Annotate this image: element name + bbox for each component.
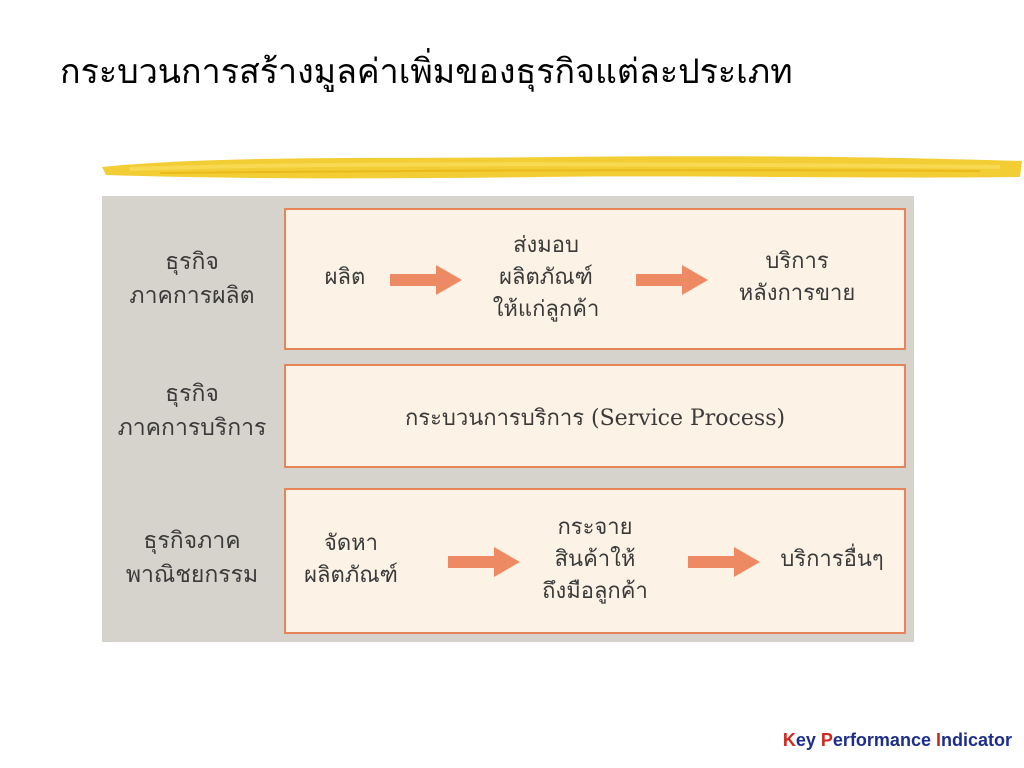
- step-other-services: บริการอื่นๆ: [762, 544, 902, 576]
- row-label-line: ภาคการบริการ: [117, 415, 267, 441]
- row-label-line: ธุรกิจ: [165, 381, 219, 407]
- arrow-right-icon: [688, 547, 760, 577]
- footer-cap-p: P: [820, 730, 833, 750]
- highlighter-stroke: [102, 156, 1022, 179]
- row-label-line: ภาคการผลิต: [129, 283, 255, 309]
- step-line: จัดหา: [323, 531, 379, 556]
- step-produce: ผลิต: [300, 262, 390, 294]
- row-label-line: ธุรกิจ: [165, 249, 219, 275]
- slide-title: กระบวนการสร้างมูลค่าเพิ่มของธุรกิจแต่ละป…: [60, 52, 793, 92]
- row-label-line: ธุรกิจภาค: [143, 528, 241, 554]
- step-procure: จัดหา ผลิตภัณฑ์: [286, 528, 416, 592]
- footer-brand: Key Performance Indicator: [783, 730, 1012, 751]
- row-box-manufacturing: ผลิต ส่งมอบ ผลิตภัณฑ์ ให้แก่ลูกค้า บริกา…: [284, 208, 906, 350]
- step-line: ผลิตภัณฑ์: [499, 265, 593, 290]
- footer-word-indicator: ndicator: [940, 730, 1012, 750]
- row-label-line: พาณิชยกรรม: [125, 562, 259, 588]
- service-process-text: กระบวนการบริการ (Service Process): [404, 406, 786, 431]
- footer-cap-k: K: [782, 730, 796, 750]
- footer-word-key: ey: [795, 730, 821, 750]
- step-line: ผลิต: [324, 265, 366, 290]
- step-line: หลังการขาย: [738, 281, 856, 306]
- footer-word-performance: erformance: [832, 730, 936, 750]
- step-line: กระจาย: [557, 515, 633, 540]
- step-line: สินค้าให้: [554, 547, 636, 572]
- step-line: บริการอื่นๆ: [780, 547, 884, 572]
- row-box-commerce: จัดหา ผลิตภัณฑ์ กระจาย สินค้าให้ ถึงมือล…: [284, 488, 906, 634]
- value-chain-diagram: ธุรกิจ ภาคการผลิต ผลิต ส่งมอบ ผลิตภัณฑ์ …: [102, 196, 914, 642]
- step-line: บริการ: [765, 249, 829, 274]
- row-box-service: กระบวนการบริการ (Service Process): [284, 364, 906, 468]
- step-line: ให้แก่ลูกค้า: [492, 297, 600, 322]
- row-label-manufacturing: ธุรกิจ ภาคการผลิต: [102, 245, 282, 313]
- step-line: ถึงมือลูกค้า: [542, 579, 648, 604]
- step-distribute: กระจาย สินค้าให้ ถึงมือลูกค้า: [520, 512, 670, 608]
- arrow-right-icon: [636, 265, 708, 295]
- step-after-sales: บริการ หลังการขาย: [722, 246, 872, 310]
- step-deliver: ส่งมอบ ผลิตภัณฑ์ ให้แก่ลูกค้า: [466, 230, 626, 326]
- footer-cap-i: I: [935, 730, 941, 750]
- arrow-right-icon: [390, 265, 462, 295]
- row-label-commerce: ธุรกิจภาค พาณิชยกรรม: [102, 524, 282, 592]
- arrow-right-icon: [448, 547, 520, 577]
- row-label-service: ธุรกิจ ภาคการบริการ: [102, 377, 282, 445]
- step-line: ผลิตภัณฑ์: [304, 563, 398, 588]
- step-line: ส่งมอบ: [513, 233, 579, 258]
